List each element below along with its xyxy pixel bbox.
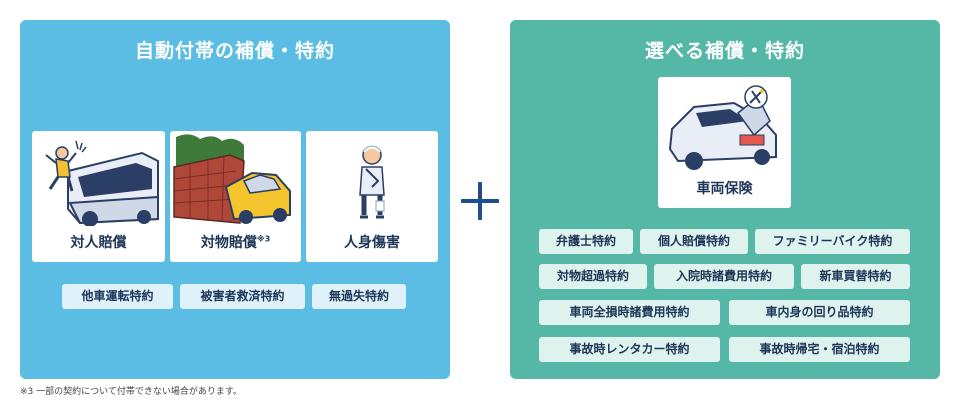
injured-person-illustration bbox=[359, 143, 385, 219]
chip-property-excess: 対物超過特約 bbox=[539, 264, 647, 289]
footnote: ※3 一部の契約について付帯できない場合があります。 bbox=[20, 387, 242, 397]
plus-icon bbox=[461, 182, 499, 220]
chip-new-car-replacement: 新車買替特約 bbox=[801, 264, 910, 289]
card-vehicle-insurance: 車両保険 bbox=[658, 77, 791, 208]
card-personal-injury: 人身傷害 bbox=[306, 131, 438, 262]
chip-personal-liability: 個人賠償特約 bbox=[640, 229, 748, 254]
card-bodily-injury: 対人賠償 bbox=[32, 131, 165, 262]
card-label-property-damage: 対物賠償※3 bbox=[200, 234, 271, 251]
chip-no-fault: 無過失特約 bbox=[312, 284, 406, 309]
card-label-bodily-injury: 対人賠償 bbox=[70, 235, 127, 251]
chip-rental-car: 事故時レンタカー特約 bbox=[539, 337, 720, 362]
car-wall-crash-illustration bbox=[173, 134, 291, 224]
card-property-damage: 対物賠償※3 bbox=[170, 131, 301, 262]
chip-hospital-expenses: 入院時諸費用特約 bbox=[654, 264, 794, 289]
card-label-personal-injury: 人身傷害 bbox=[344, 235, 400, 251]
pedestrian-car-illustration bbox=[45, 140, 159, 226]
chip-personal-belongings: 車内身の回り品特約 bbox=[729, 300, 910, 325]
chip-return-lodging: 事故時帰宅・宿泊特約 bbox=[729, 337, 910, 362]
damaged-car-illustration bbox=[668, 85, 777, 170]
optional-coverage-panel: 選べる補償・特約 車両保険 弁護士特約 個人賠償特約 ファミリーバイク特約 対物… bbox=[510, 20, 940, 379]
optional-coverage-title: 選べる補償・特約 bbox=[644, 40, 805, 62]
chip-victim-relief: 被害者救済特約 bbox=[180, 284, 305, 309]
chip-lawyer: 弁護士特約 bbox=[539, 229, 633, 254]
chip-total-loss-expenses: 車両全損時諸費用特約 bbox=[539, 300, 720, 325]
footnote-marker: ※3 bbox=[256, 234, 271, 244]
chip-other-car-driving: 他車運転特約 bbox=[62, 284, 173, 309]
auto-coverage-panel: 自動付帯の補償・特約 対人賠償 bbox=[20, 20, 450, 379]
auto-coverage-title: 自動付帯の補償・特約 bbox=[134, 40, 335, 62]
chip-family-bike: ファミリーバイク特約 bbox=[755, 229, 910, 254]
card-label-vehicle-insurance: 車両保険 bbox=[696, 181, 753, 197]
